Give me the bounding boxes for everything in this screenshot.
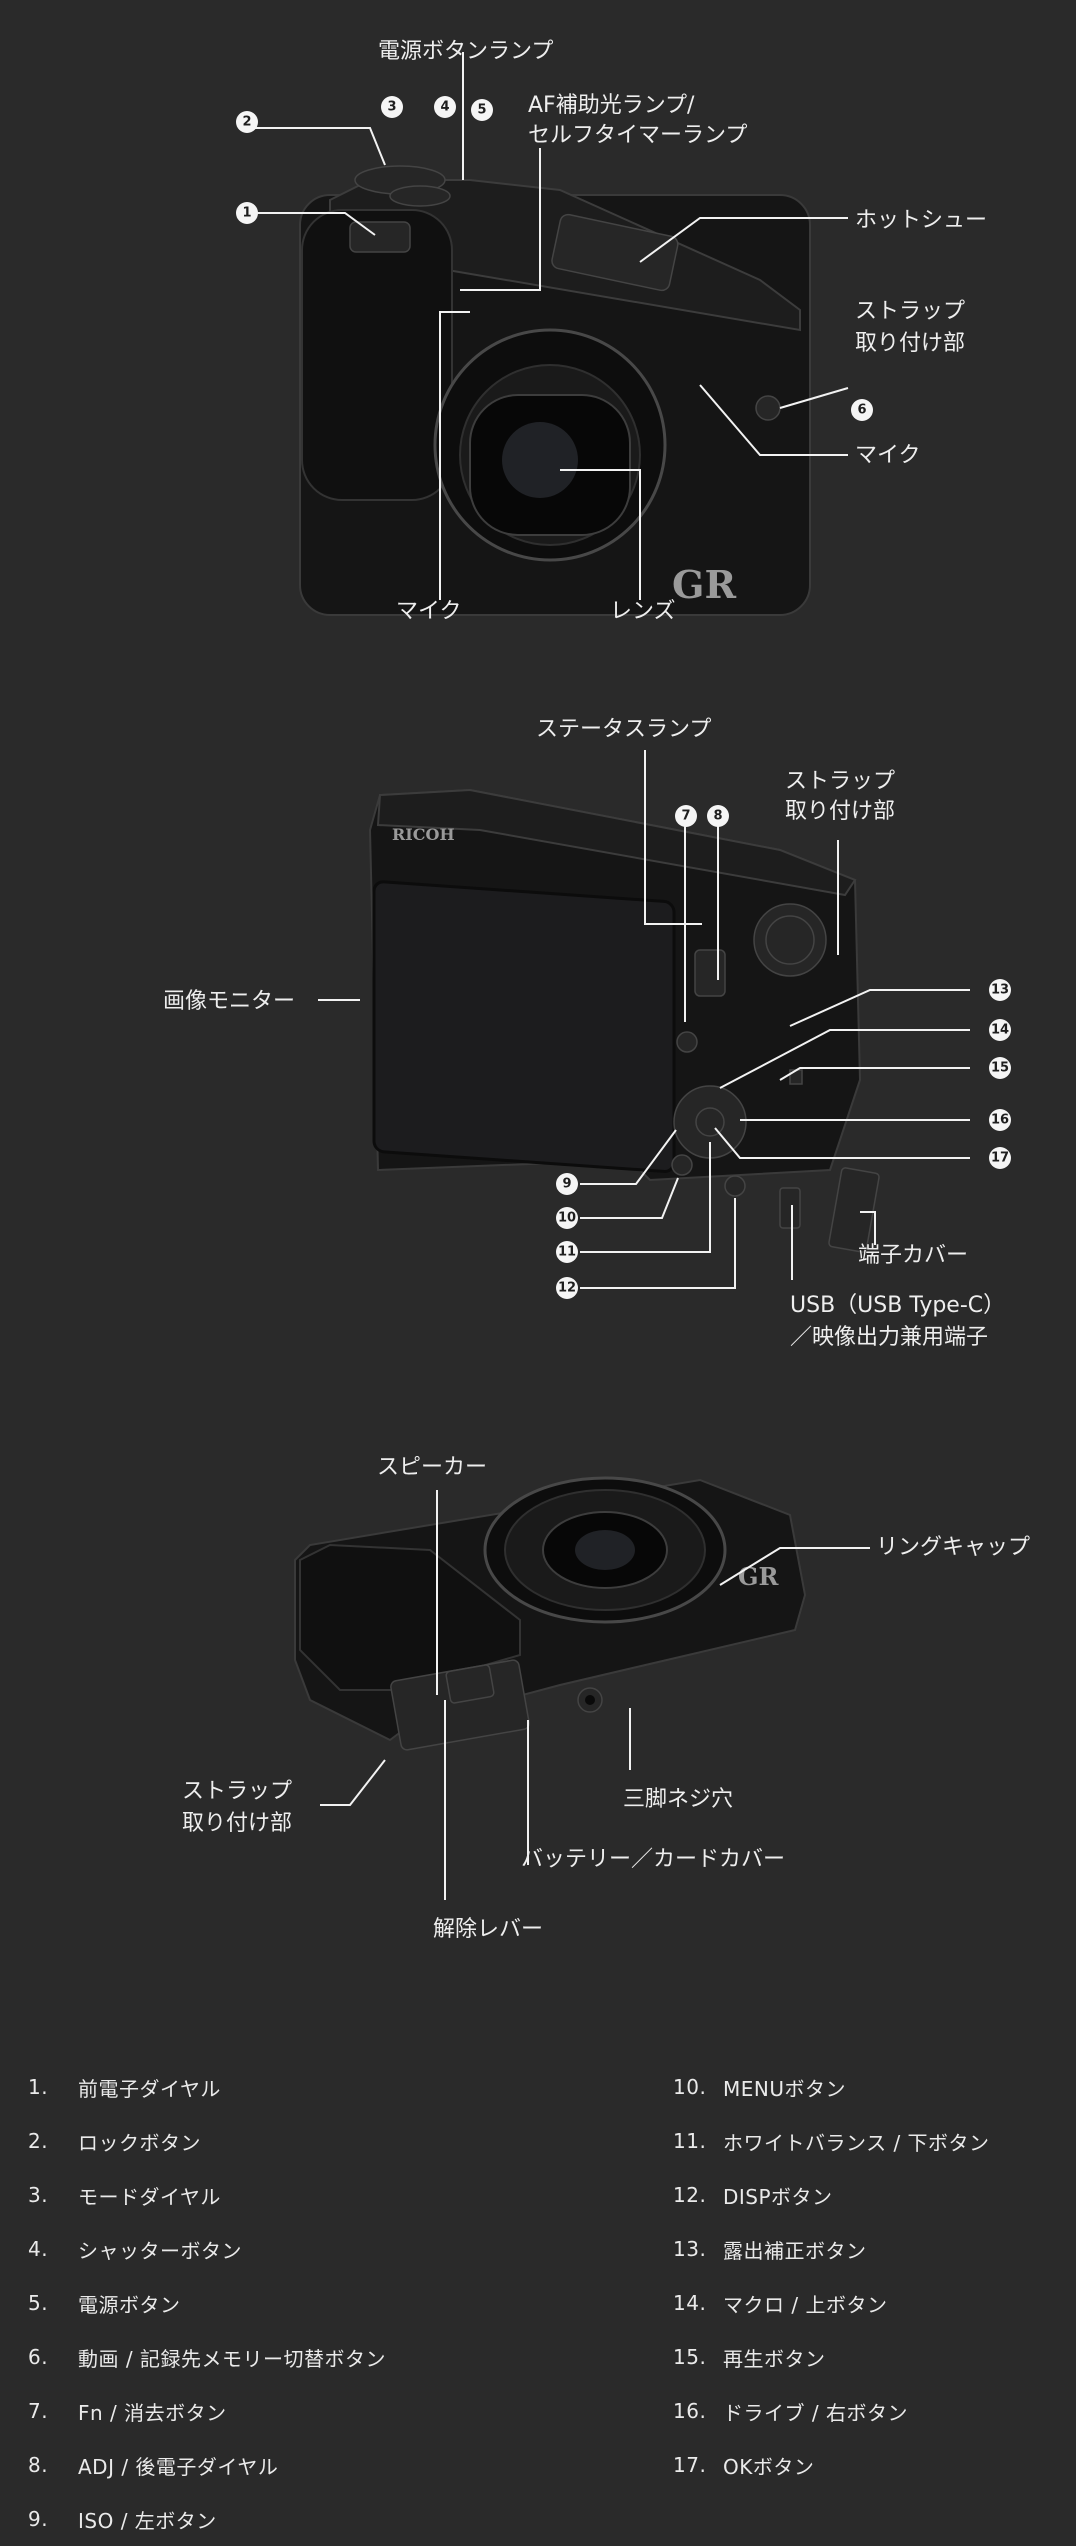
bottom-logo: GR	[738, 1562, 779, 1591]
callout-11: 11	[556, 1241, 578, 1263]
svg-text:14: 14	[991, 1023, 1009, 1038]
legend-item: 3.モードダイヤル	[28, 2183, 221, 2209]
legend-item: 5.電源ボタン	[28, 2291, 181, 2317]
legend-item: 16.ドライブ / 右ボタン	[673, 2399, 908, 2425]
callout-12: 12	[556, 1277, 578, 1299]
svg-text:2: 2	[242, 115, 251, 130]
legend-item: 4.シャッターボタン	[28, 2237, 242, 2263]
callout-7: 7	[675, 805, 697, 827]
svg-text:4: 4	[440, 100, 449, 115]
label-mic-right: マイク	[855, 443, 921, 468]
callout-2: 2	[236, 111, 258, 133]
callout-14: 14	[989, 1019, 1011, 1041]
svg-text:7: 7	[681, 809, 690, 824]
callout-17: 17	[989, 1147, 1011, 1169]
label-strap-mount-line1: ストラップ	[855, 299, 965, 324]
legend-item: 14.マクロ / 上ボタン	[673, 2291, 888, 2317]
back-view-diagram: RICOH 7 8 9 10 11 12 13 14 15 16 17 ステータ…	[163, 717, 1011, 1350]
bottom-view-diagram: GR スピーカー リングキャップ ストラップ 取り付け部 三脚ネジ穴 バッテリー…	[182, 1455, 1030, 1942]
legend-item: 6.動画 / 記録先メモリー切替ボタン	[28, 2345, 386, 2371]
label-terminal-cover: 端子カバー	[858, 1243, 968, 1268]
legend-item: 1.前電子ダイヤル	[28, 2075, 221, 2101]
svg-text:1: 1	[242, 206, 251, 221]
svg-text:11: 11	[558, 1245, 576, 1260]
camera-front-illustration: GR	[299, 165, 811, 616]
label-lens: レンズ	[610, 599, 676, 624]
legend-item: 17.OKボタン	[673, 2453, 815, 2479]
callout-10: 10	[556, 1207, 578, 1229]
legend-item: 9.ISO / 左ボタン	[28, 2507, 217, 2533]
callout-1: 1	[236, 202, 258, 224]
legend-item: 10.MENUボタン	[673, 2075, 846, 2101]
back-brand-logo: RICOH	[392, 825, 455, 844]
label-back-strap-line1: ストラップ	[785, 769, 895, 794]
svg-text:15: 15	[991, 1061, 1009, 1076]
label-usb-line1: USB（USB Type-C）	[790, 1293, 1005, 1318]
camera-bottom-illustration: GR	[294, 1476, 807, 1751]
svg-text:13: 13	[991, 983, 1009, 998]
svg-text:9: 9	[562, 1177, 571, 1192]
callout-13: 13	[989, 979, 1011, 1001]
svg-text:17: 17	[991, 1151, 1009, 1166]
callout-6: 6	[851, 399, 873, 421]
svg-text:5: 5	[477, 103, 486, 118]
callout-9: 9	[556, 1173, 578, 1195]
camera-back-illustration: RICOH	[368, 788, 880, 1253]
front-view-diagram: GR 1 2 3 4 5 6 電源ボタンランプ AF補助光ランプ/ セルフタイマ…	[236, 39, 987, 624]
svg-text:8: 8	[713, 809, 722, 824]
legend-column-left: 1.前電子ダイヤル 2.ロックボタン 3.モードダイヤル 4.シャッターボタン …	[28, 2060, 528, 2546]
label-tripod-socket: 三脚ネジ穴	[623, 1787, 733, 1812]
label-image-monitor: 画像モニター	[163, 989, 295, 1014]
callout-16: 16	[989, 1109, 1011, 1131]
legend-item: 7.Fn / 消去ボタン	[28, 2399, 227, 2425]
callout-15: 15	[989, 1057, 1011, 1079]
legend-item: 12.DISPボタン	[673, 2183, 833, 2209]
legend-item: 15.再生ボタン	[673, 2345, 826, 2371]
label-bottom-strap-line2: 取り付け部	[182, 1811, 292, 1836]
callout-5: 5	[471, 99, 493, 121]
label-strap-mount-line2: 取り付け部	[855, 331, 965, 356]
label-back-strap-line2: 取り付け部	[785, 799, 895, 824]
callout-8: 8	[707, 805, 729, 827]
legend-item: 8.ADJ / 後電子ダイヤル	[28, 2453, 279, 2479]
label-af-lamp-line1: AF補助光ランプ/	[528, 93, 695, 118]
legend-item: 2.ロックボタン	[28, 2129, 201, 2155]
label-ring-cap: リングキャップ	[876, 1535, 1030, 1560]
label-release-lever: 解除レバー	[433, 1917, 543, 1942]
label-bottom-strap-line1: ストラップ	[182, 1779, 292, 1804]
svg-text:3: 3	[387, 100, 396, 115]
svg-text:10: 10	[558, 1211, 576, 1226]
front-logo: GR	[672, 562, 736, 607]
label-usb-line2: ／映像出力兼用端子	[790, 1325, 988, 1350]
label-battery-card-cover: バッテリー／カードカバー	[521, 1847, 785, 1872]
svg-text:6: 6	[857, 403, 866, 418]
svg-text:16: 16	[991, 1113, 1009, 1128]
label-af-lamp-line2: セルフタイマーランプ	[528, 123, 747, 148]
legend-item: 13.露出補正ボタン	[673, 2237, 867, 2263]
legend-column-right: 10.MENUボタン 11.ホワイトバランス / 下ボタン 12.DISPボタン…	[673, 2060, 1076, 2492]
label-speaker: スピーカー	[377, 1455, 487, 1480]
callout-3: 3	[381, 96, 403, 118]
label-status-lamp: ステータスランプ	[536, 717, 711, 742]
label-mic-left: マイク	[396, 599, 462, 624]
svg-text:12: 12	[558, 1281, 576, 1296]
label-hot-shoe: ホットシュー	[855, 208, 987, 233]
label-power-lamp: 電源ボタンランプ	[378, 39, 553, 64]
callout-4: 4	[434, 96, 456, 118]
legend-item: 11.ホワイトバランス / 下ボタン	[673, 2129, 990, 2155]
